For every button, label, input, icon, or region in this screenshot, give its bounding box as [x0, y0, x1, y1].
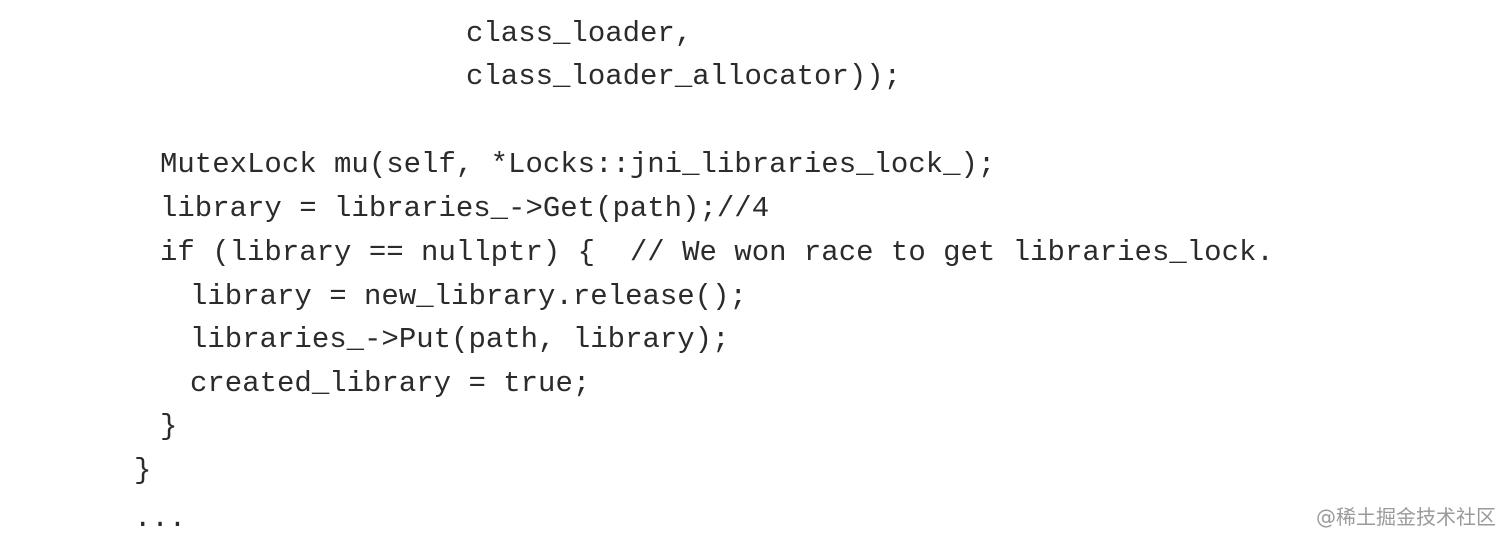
- code-line-10: }: [134, 454, 152, 487]
- code-line-6: library = new_library.release();: [190, 280, 747, 313]
- code-line-1: class_loader,: [466, 17, 693, 50]
- code-line-7: libraries_->Put(path, library);: [190, 323, 730, 356]
- code-line-8: created_library = true;: [190, 367, 591, 400]
- code-line-5: if (library == nullptr) { // We won race…: [160, 236, 1274, 269]
- watermark: @稀土掘金技术社区: [1316, 505, 1496, 529]
- code-line-4: library = libraries_->Get(path);//4: [160, 192, 770, 225]
- code-line-3: MutexLock mu(self, *Locks::jni_libraries…: [160, 148, 996, 181]
- code-line-2: class_loader_allocator));: [466, 60, 902, 93]
- code-line-11: ...: [134, 502, 187, 535]
- code-line-9: }: [160, 410, 178, 443]
